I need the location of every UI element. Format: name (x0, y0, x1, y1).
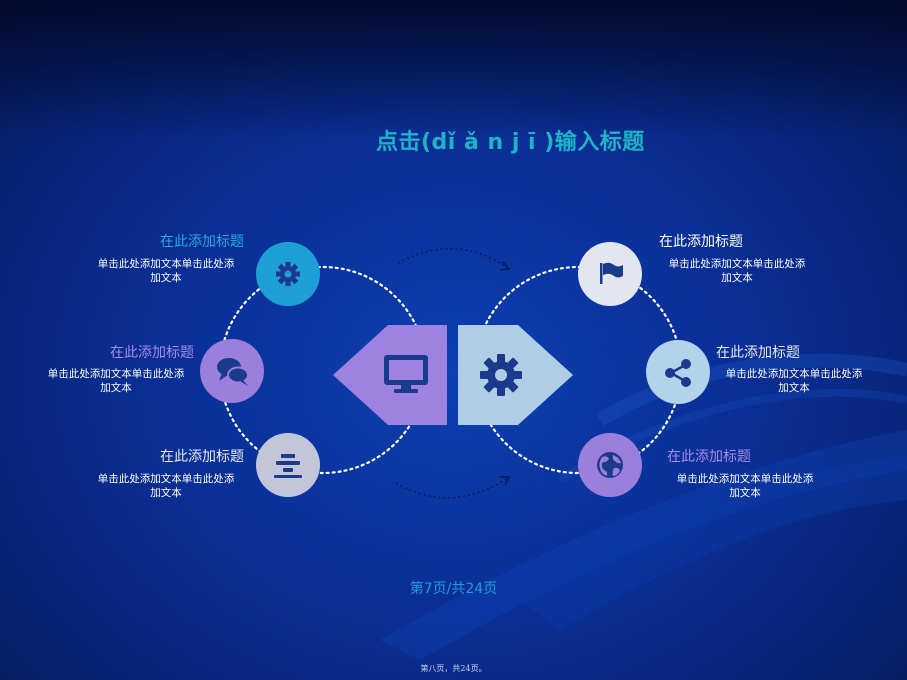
right-item-1-desc-line1: 单击此处添加文本单击此处添 (668, 258, 806, 270)
left-item-3-desc-line1: 单击此处添加文本单击此处添 (97, 473, 235, 485)
right-node-1 (578, 242, 642, 306)
left-item-3-title[interactable]: 在此添加标题 (160, 449, 244, 465)
left-item-2-desc-line2: 加文本 (100, 382, 132, 394)
page-title[interactable]: 点击(dǐ ǎ n j ī )输入标题 (376, 130, 645, 155)
right-item-3-desc-line2: 加文本 (729, 487, 761, 499)
bottom-flow-arrow (395, 477, 509, 499)
left-item-1-title[interactable]: 在此添加标题 (160, 234, 244, 250)
right-item-3-desc[interactable]: 单击此处添加文本单击此处添 加文本 (665, 472, 825, 500)
left-item-2-title[interactable]: 在此添加标题 (110, 345, 194, 361)
footer-text: 第八页，共24页。 (420, 664, 487, 673)
stack-icon (274, 454, 302, 478)
right-item-2-desc[interactable]: 单击此处添加文本单击此处添 加文本 (714, 367, 874, 395)
right-item-1-title[interactable]: 在此添加标题 (659, 234, 743, 250)
share-icon (665, 359, 691, 387)
left-item-1-desc[interactable]: 单击此处添加文本单击此处添 加文本 (86, 257, 246, 285)
globe-icon (597, 452, 623, 478)
left-item-2-desc[interactable]: 单击此处添加文本单击此处添 加文本 (36, 367, 196, 395)
right-item-2-title[interactable]: 在此添加标题 (716, 345, 800, 361)
top-flow-arrow (397, 248, 509, 269)
small-gear-icon (276, 262, 300, 286)
page-number: 第7页/共24页 (409, 581, 498, 597)
right-item-1-desc[interactable]: 单击此处添加文本单击此处添 加文本 (657, 257, 817, 285)
left-item-3-desc[interactable]: 单击此处添加文本单击此处添 加文本 (86, 472, 246, 500)
monitor-icon (384, 355, 428, 393)
left-item-1-desc-line2: 加文本 (150, 272, 182, 284)
right-item-3-desc-line1: 单击此处添加文本单击此处添 (676, 473, 814, 485)
right-item-3-title[interactable]: 在此添加标题 (667, 449, 751, 465)
gear-icon (480, 354, 522, 396)
flag-icon (600, 262, 623, 284)
right-item-2-desc-line1: 单击此处添加文本单击此处添 (725, 368, 863, 380)
chat-bubbles-icon (217, 358, 249, 386)
left-item-2-desc-line1: 单击此处添加文本单击此处添 (47, 368, 185, 380)
left-item-1-desc-line1: 单击此处添加文本单击此处添 (97, 258, 235, 270)
right-item-2-desc-line2: 加文本 (778, 382, 810, 394)
right-item-1-desc-line2: 加文本 (721, 272, 753, 284)
right-node-2 (646, 340, 710, 404)
left-item-3-desc-line2: 加文本 (150, 487, 182, 499)
